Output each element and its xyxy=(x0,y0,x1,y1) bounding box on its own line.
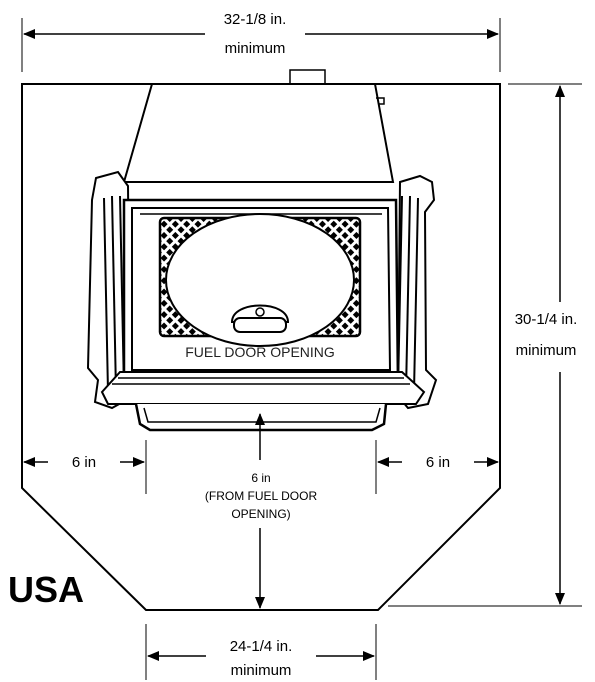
top-width-note: minimum xyxy=(225,40,286,57)
stove-drawing xyxy=(86,69,438,432)
ash-lip xyxy=(134,403,388,432)
fuel-door-opening-label: FUEL DOOR OPENING xyxy=(185,344,335,360)
region-label: USA xyxy=(8,569,84,610)
flue-collar xyxy=(289,69,326,85)
height-note: minimum xyxy=(516,342,577,359)
bottom-width-value: 24-1/4 in. xyxy=(230,638,293,655)
top-width-value: 32-1/8 in. xyxy=(224,11,287,28)
stove-hood xyxy=(122,83,395,183)
left-side-clearance: 6 in xyxy=(72,454,96,471)
bottom-width-note: minimum xyxy=(231,662,292,679)
front-clearance-value: 6 in xyxy=(251,471,270,485)
height-value: 30-1/4 in. xyxy=(515,311,578,328)
left-corner-post xyxy=(86,170,132,410)
front-clearance-note-2: OPENING) xyxy=(231,507,290,521)
fuel-door-window xyxy=(165,213,355,347)
stove-hood-handle xyxy=(376,97,385,105)
hearth-pad-outline xyxy=(21,83,501,611)
right-side-clearance: 6 in xyxy=(426,454,450,471)
front-clearance-note-1: (FROM FUEL DOOR xyxy=(205,489,318,503)
stove-base xyxy=(100,371,426,405)
